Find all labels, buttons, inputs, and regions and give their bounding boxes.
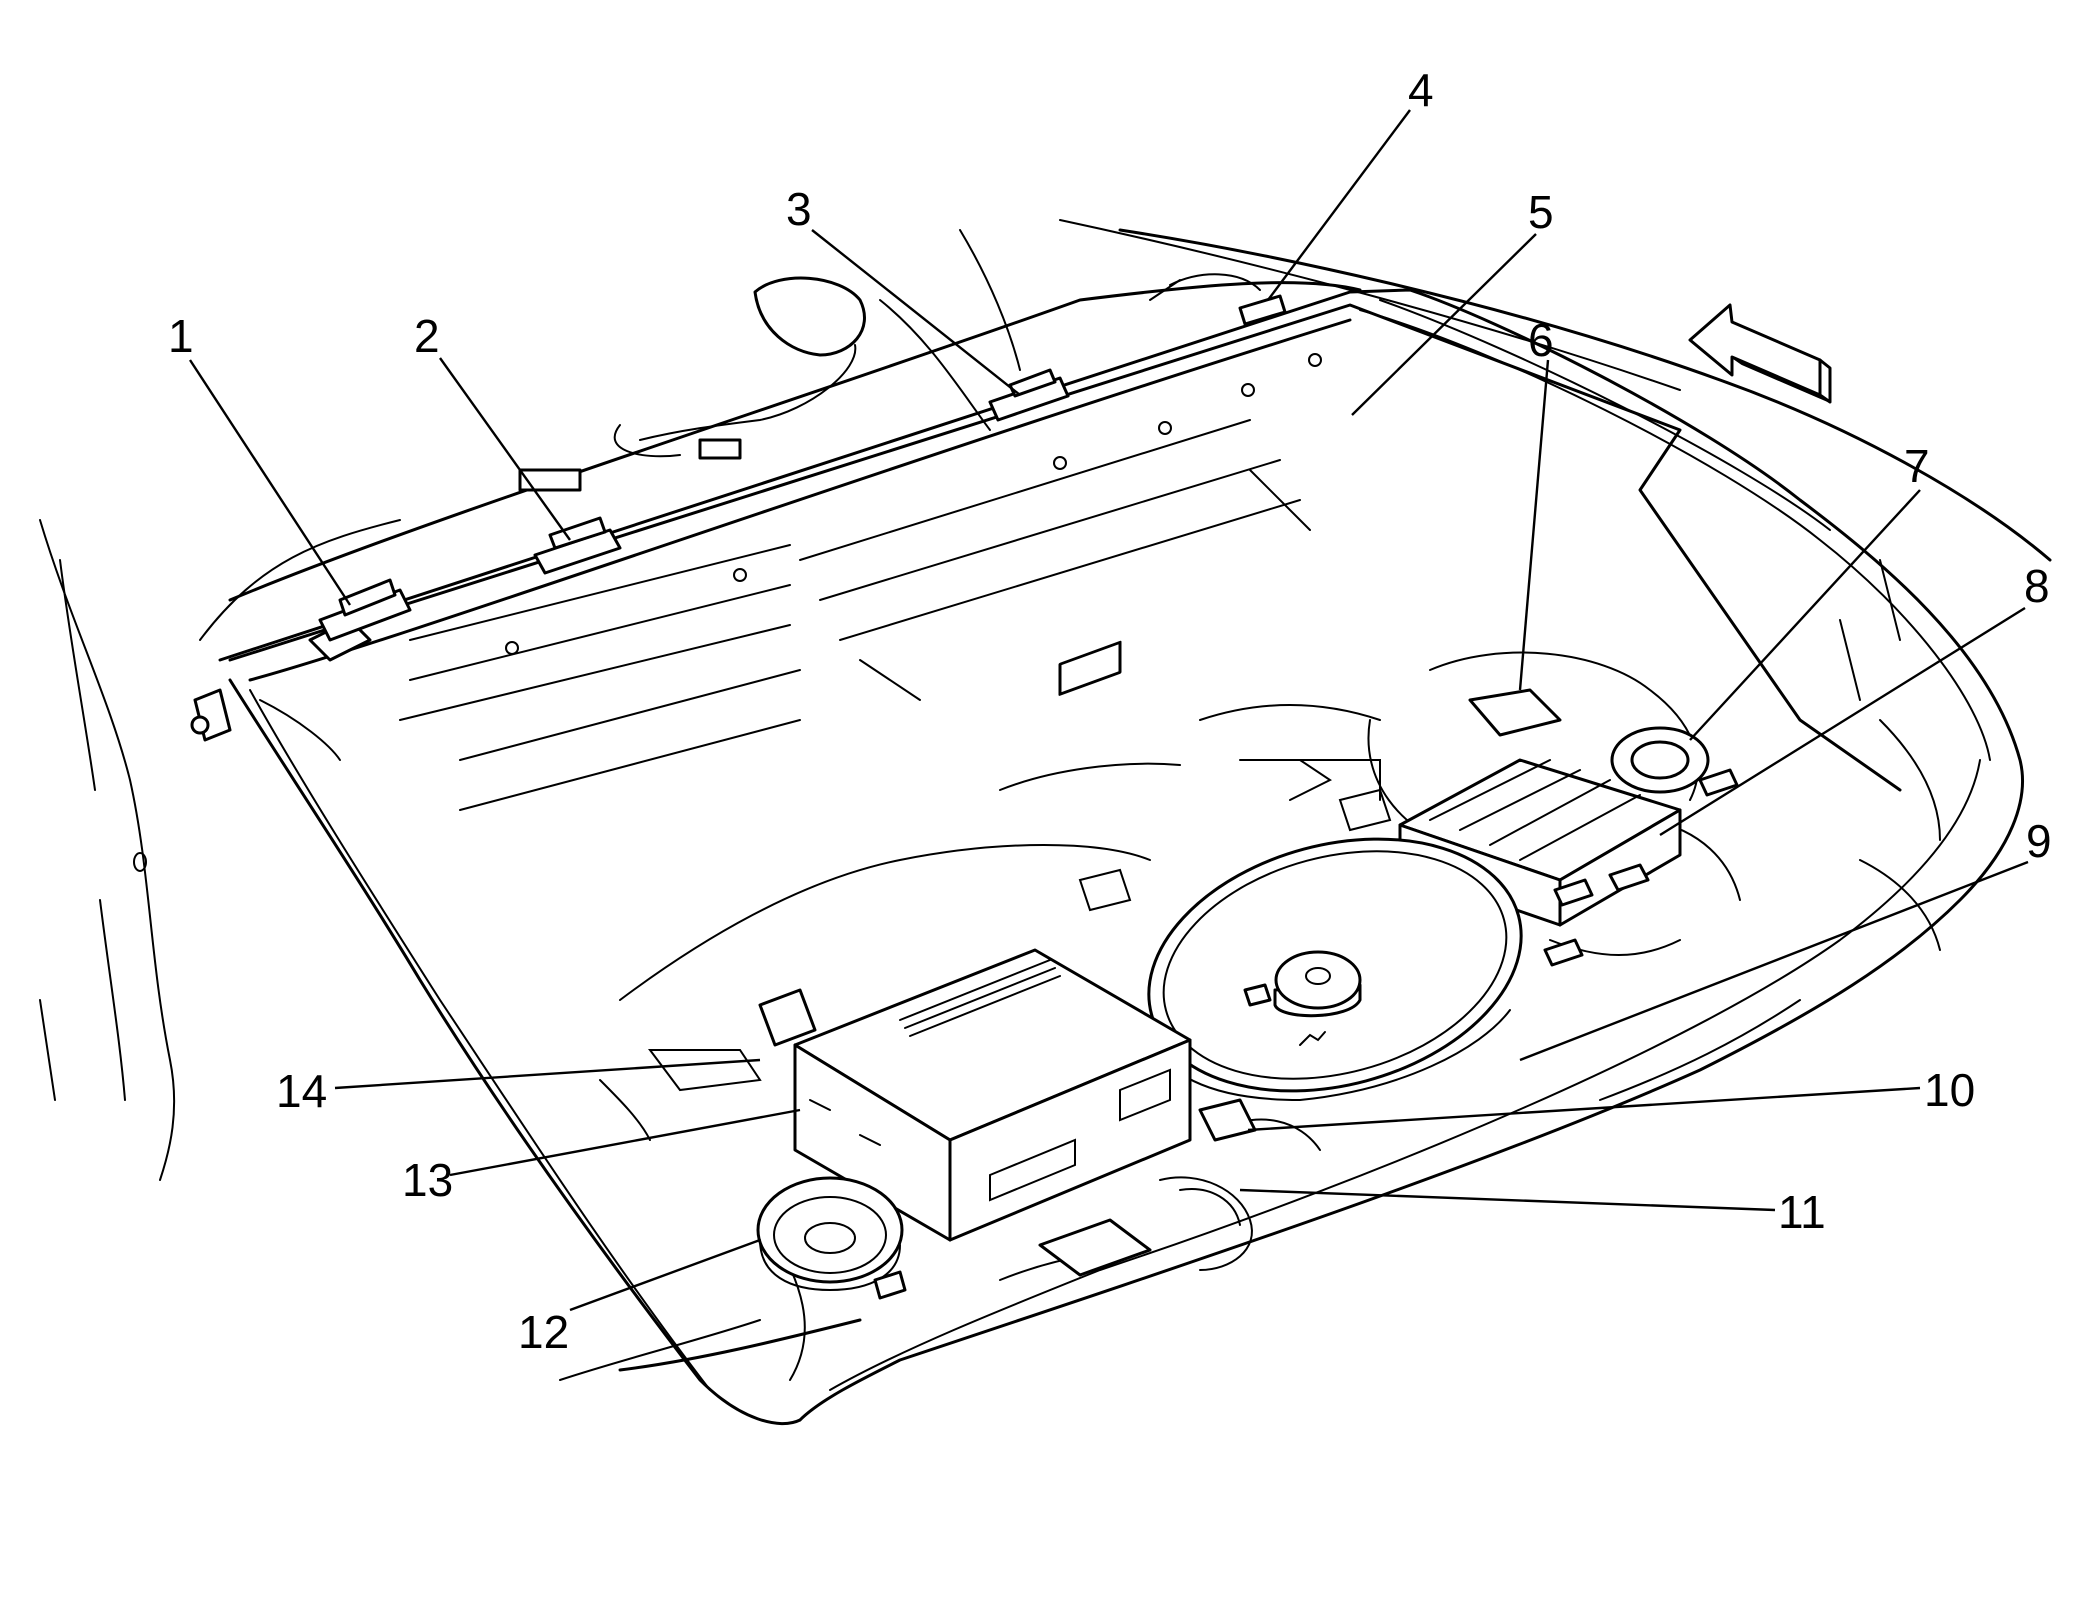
callout-6: 6 <box>1528 314 1554 366</box>
leader-7 <box>1689 489 1921 741</box>
callout-9: 9 <box>2026 815 2052 867</box>
callout-12: 12 <box>518 1306 569 1358</box>
callout-8: 8 <box>2024 560 2050 612</box>
rear-window-area <box>228 219 2052 602</box>
callout-10: 10 <box>1924 1064 1975 1116</box>
leader-6 <box>1518 359 1550 691</box>
rear-window-modules <box>318 273 1287 642</box>
leader-4 <box>1267 109 1411 301</box>
leader-5 <box>1351 233 1537 416</box>
trunk-lid-frame <box>190 288 2024 1426</box>
leader-8 <box>1659 606 2026 837</box>
callout-5: 5 <box>1528 186 1554 238</box>
leader-9 <box>1519 860 2029 1062</box>
callout-14: 14 <box>276 1065 327 1117</box>
callout-2: 2 <box>414 310 440 362</box>
leader-10 <box>1247 1086 1921 1132</box>
callout-4: 4 <box>1408 64 1434 116</box>
subwoofer-speaker <box>1147 837 1523 1102</box>
leader-12 <box>569 1238 761 1312</box>
leader-14 <box>334 1058 761 1090</box>
leader-lines <box>188 109 2029 1312</box>
callout-labels: 1 2 3 4 5 6 7 8 9 10 11 12 13 14 <box>168 64 2052 1358</box>
leader-2 <box>439 357 571 541</box>
leader-1 <box>188 359 352 606</box>
direction-arrow-icon <box>1688 303 1832 404</box>
callout-3: 3 <box>786 183 812 235</box>
leader-11 <box>1239 1188 1776 1212</box>
callout-11: 11 <box>1778 1186 1826 1238</box>
callout-1: 1 <box>168 310 194 362</box>
floor-speaker <box>756 1176 907 1300</box>
trunk-floor <box>599 559 1941 1372</box>
leader-13 <box>449 1108 801 1177</box>
callout-13: 13 <box>402 1154 453 1206</box>
leader-3 <box>811 229 1021 396</box>
package-shelf <box>199 303 1902 811</box>
lower-module <box>1038 1176 1253 1277</box>
callout-7: 7 <box>1904 440 1930 492</box>
radio-receiver <box>758 640 1257 1242</box>
left-body-panel <box>39 519 176 1181</box>
